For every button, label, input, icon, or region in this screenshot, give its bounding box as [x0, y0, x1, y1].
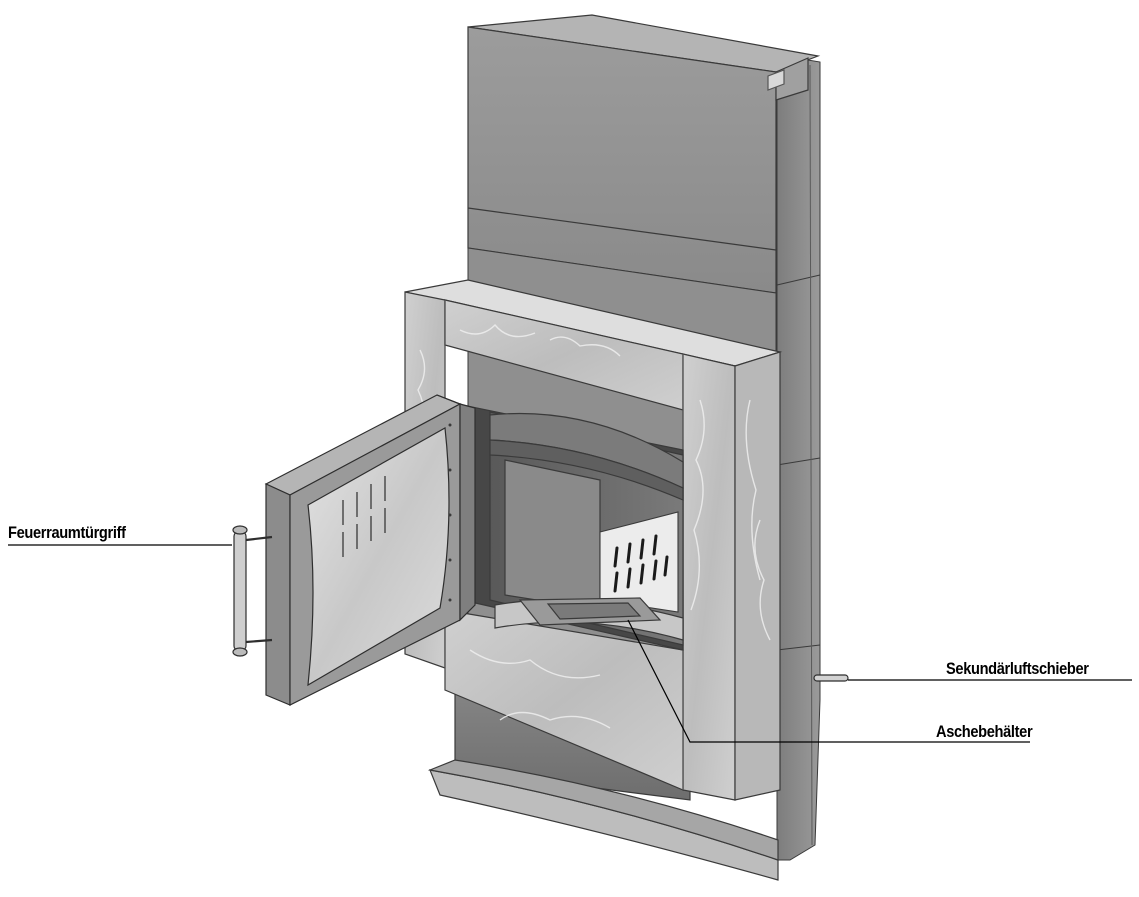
door-handle-label: Feuerraumtürgriff — [8, 523, 126, 542]
fire-grate — [599, 511, 679, 613]
secondary-air-slider — [813, 674, 849, 682]
secondary-air-slider-label: Sekundärluftschieber — [946, 659, 1089, 678]
stove-side-panel — [776, 59, 821, 861]
ash-container — [494, 597, 684, 641]
callout-lines — [8, 544, 1132, 743]
door-handle — [232, 525, 273, 657]
ash-container-label: Aschebehälter — [936, 722, 1033, 741]
upper-housing — [467, 14, 821, 294]
stone-veins — [417, 323, 771, 729]
firebox-door — [264, 394, 476, 706]
